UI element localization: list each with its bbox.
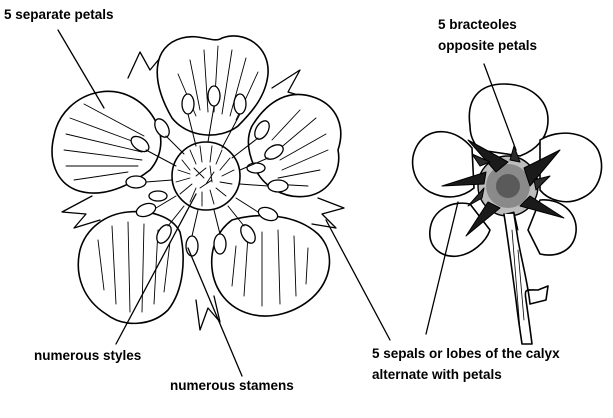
label-bracteoles-line2: opposite petals — [438, 38, 537, 54]
back-petal-left — [413, 132, 474, 197]
label-bracteoles-line1: 5 bracteoles — [438, 17, 517, 33]
leader-sepals-left — [326, 220, 390, 340]
leader-petals — [58, 30, 104, 108]
label-separate-petals: 5 separate petals — [4, 7, 114, 23]
label-numerous-stamens: numerous stamens — [170, 378, 294, 394]
label-sepals-line2: alternate with petals — [372, 367, 502, 383]
petal-right — [248, 94, 340, 196]
back-petal-top — [469, 84, 548, 156]
petal-bottom-right — [212, 216, 330, 316]
label-numerous-styles: numerous styles — [34, 348, 141, 364]
front-view-flower — [52, 36, 344, 330]
back-petal-right — [540, 133, 601, 202]
leader-lines — [58, 30, 516, 376]
label-sepals-line1: 5 sepals or lobes of the calyx — [372, 346, 560, 362]
back-view-flower — [413, 84, 602, 344]
back-petal-bottom-left — [430, 203, 490, 256]
